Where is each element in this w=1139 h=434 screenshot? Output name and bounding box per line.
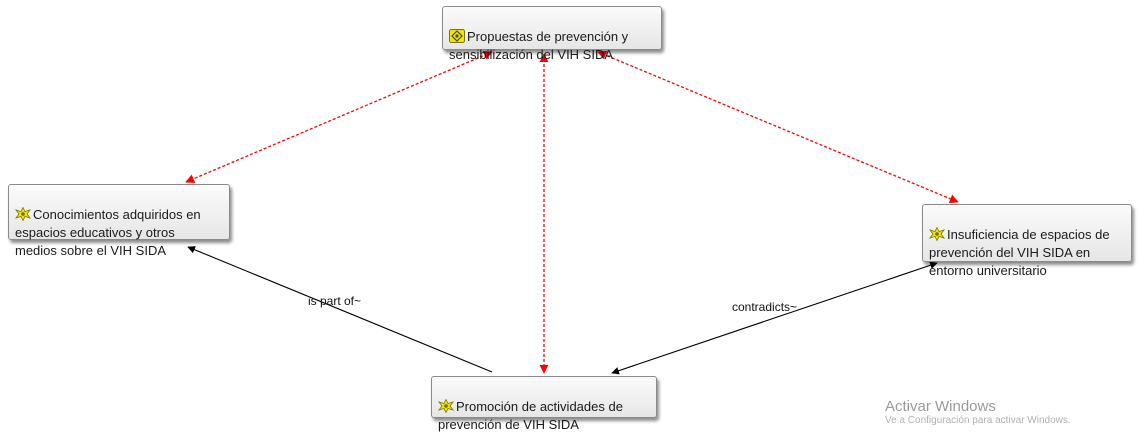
windows-activation-watermark: Activar Windows [885, 398, 996, 415]
edge-contradicts[interactable] [611, 261, 938, 375]
node-promocion[interactable]: Promoción de actividades de prevención d… [431, 376, 657, 432]
node-conocimientos[interactable]: Conocimientos adquiridos en espacios edu… [8, 184, 230, 258]
edge-is-part-of[interactable] [187, 246, 493, 373]
edge-propuestas-insuficiencia[interactable] [597, 50, 959, 204]
node-propuestas-label: Propuestas de prevención y sensibilizaci… [449, 29, 629, 62]
network-canvas: Propuestas de prevención y sensibilizaci… [8, 6, 1132, 432]
edge-propuestas-conocimientos[interactable] [185, 51, 493, 183]
edge-label-is-part-of: is part of~ [308, 294, 362, 308]
edge-label-contradicts: contradicts~ [732, 300, 798, 314]
node-propuestas[interactable]: Propuestas de prevención y sensibilizaci… [442, 6, 662, 62]
network-edges [185, 50, 959, 375]
code-icon [929, 227, 945, 241]
code-icon [449, 29, 465, 43]
code-icon [438, 399, 454, 413]
node-promocion-label: Promoción de actividades de prevención d… [438, 399, 623, 432]
node-insuficiencia[interactable]: Insuficiencia de espacios de prevención … [922, 204, 1132, 278]
node-insuficiencia-label: Insuficiencia de espacios de prevención … [929, 227, 1110, 278]
code-icon [15, 207, 31, 221]
node-conocimientos-label: Conocimientos adquiridos en espacios edu… [15, 207, 201, 258]
